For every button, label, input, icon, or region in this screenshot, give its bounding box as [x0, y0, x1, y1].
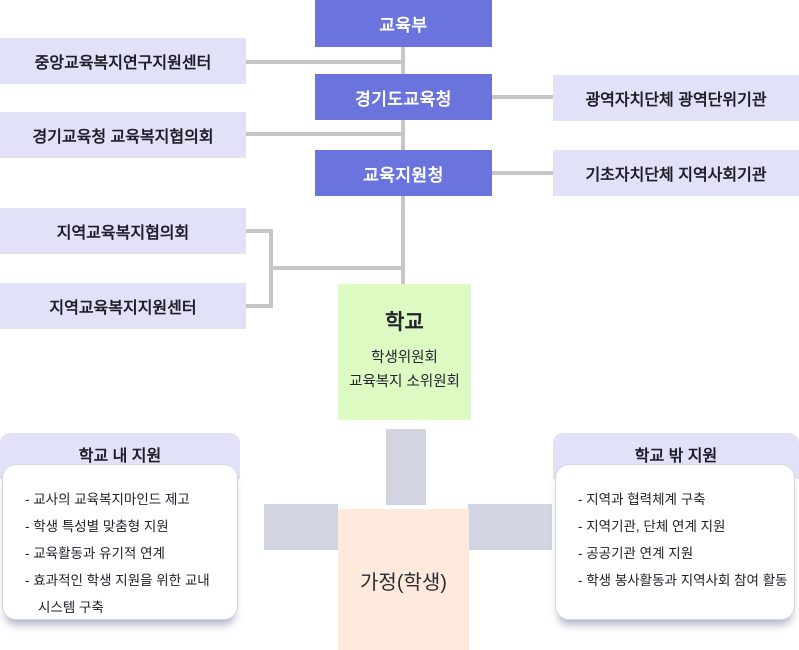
link-inschool-family — [264, 504, 338, 550]
school-subtitle-line-1: 학생위원회 — [371, 350, 438, 366]
node-label: 경기교육청 교육복지협의회 — [32, 129, 214, 146]
connector-bracket-to-trunk — [269, 266, 405, 270]
panel-in-school-body: - 교사의 교육복지마인드 제고 - 학생 특성별 맞춤형 지원 - 교육활동과… — [2, 464, 238, 620]
node-label: 경기도교육청 — [355, 89, 452, 109]
node-label: 지역교육복지지원센터 — [49, 300, 197, 317]
panel-item: - 학생 특성별 맞춤형 지원 — [25, 519, 169, 534]
panel-item: - 공공기관 연계 지원 — [578, 546, 694, 561]
school-title: 학교 — [385, 311, 424, 334]
node-provincial-welfare-council: 경기교육청 교육복지협의회 — [0, 112, 246, 158]
link-outschool-family — [468, 504, 552, 550]
node-label: 지역교육복지협의회 — [56, 225, 190, 242]
node-label: 가정(학생) — [360, 572, 447, 594]
node-regional-welfare-council: 지역교육복지협의회 — [0, 208, 246, 254]
school-subtitle-line-2: 교육복지 소위원회 — [349, 374, 460, 390]
panel-title: 학교 내 지원 — [78, 448, 162, 465]
node-family-student: 가정(학생) — [338, 509, 469, 650]
node-label: 기초자치단체 지역사회기관 — [585, 167, 767, 184]
node-central-research-center: 중앙교육복지연구지원센터 — [0, 38, 246, 84]
connector-regional-council-stub — [242, 229, 273, 233]
node-wide-area-organization: 광역자치단체 광역단위기관 — [553, 75, 799, 121]
panel-item: - 교사의 교육복지마인드 제고 — [25, 492, 190, 507]
node-label: 교육지원청 — [363, 165, 444, 185]
connector-regional-center-stub — [242, 304, 273, 308]
panel-item-list: - 교사의 교육복지마인드 제고 - 학생 특성별 맞춤형 지원 - 교육활동과… — [3, 465, 237, 621]
connector-district-school — [401, 196, 405, 284]
connector-provincial-council — [246, 132, 405, 136]
panel-item-list: - 지역과 협력체계 구축 - 지역기관, 단체 연계 지원 - 공공기관 연계… — [556, 465, 794, 594]
panel-item: - 교육활동과 유기적 연계 — [25, 546, 165, 561]
panel-title: 학교 밖 지원 — [634, 448, 718, 465]
node-label: 중앙교육복지연구지원센터 — [34, 55, 212, 72]
node-school: 학교 학생위원회 교육복지 소위원회 — [338, 284, 471, 420]
link-school-family — [386, 429, 426, 505]
node-provincial-education-office: 경기도교육청 — [315, 74, 492, 120]
node-regional-support-center: 지역교육복지지원센터 — [0, 283, 246, 329]
node-ministry-of-education: 교육부 — [315, 0, 492, 47]
node-local-community-organization: 기초자치단체 지역사회기관 — [553, 150, 799, 196]
panel-item: - 학생 봉사활동과 지역사회 참여 활동 — [578, 573, 788, 588]
node-label: 광역자치단체 광역단위기관 — [585, 92, 767, 109]
panel-out-school-body: - 지역과 협력체계 구축 - 지역기관, 단체 연계 지원 - 공공기관 연계… — [555, 464, 795, 620]
panel-item: - 지역기관, 단체 연계 지원 — [578, 519, 726, 534]
connector-local-org — [492, 171, 553, 175]
connector-wide-area-org — [492, 95, 553, 99]
connector-central-center — [246, 60, 405, 64]
panel-item: - 효과적인 학생 지원을 위한 교내 시스템 구축 — [25, 573, 210, 615]
panel-item: - 지역과 협력체계 구축 — [578, 492, 706, 507]
node-label: 교육부 — [379, 16, 428, 35]
node-district-education-office: 교육지원청 — [315, 150, 492, 196]
